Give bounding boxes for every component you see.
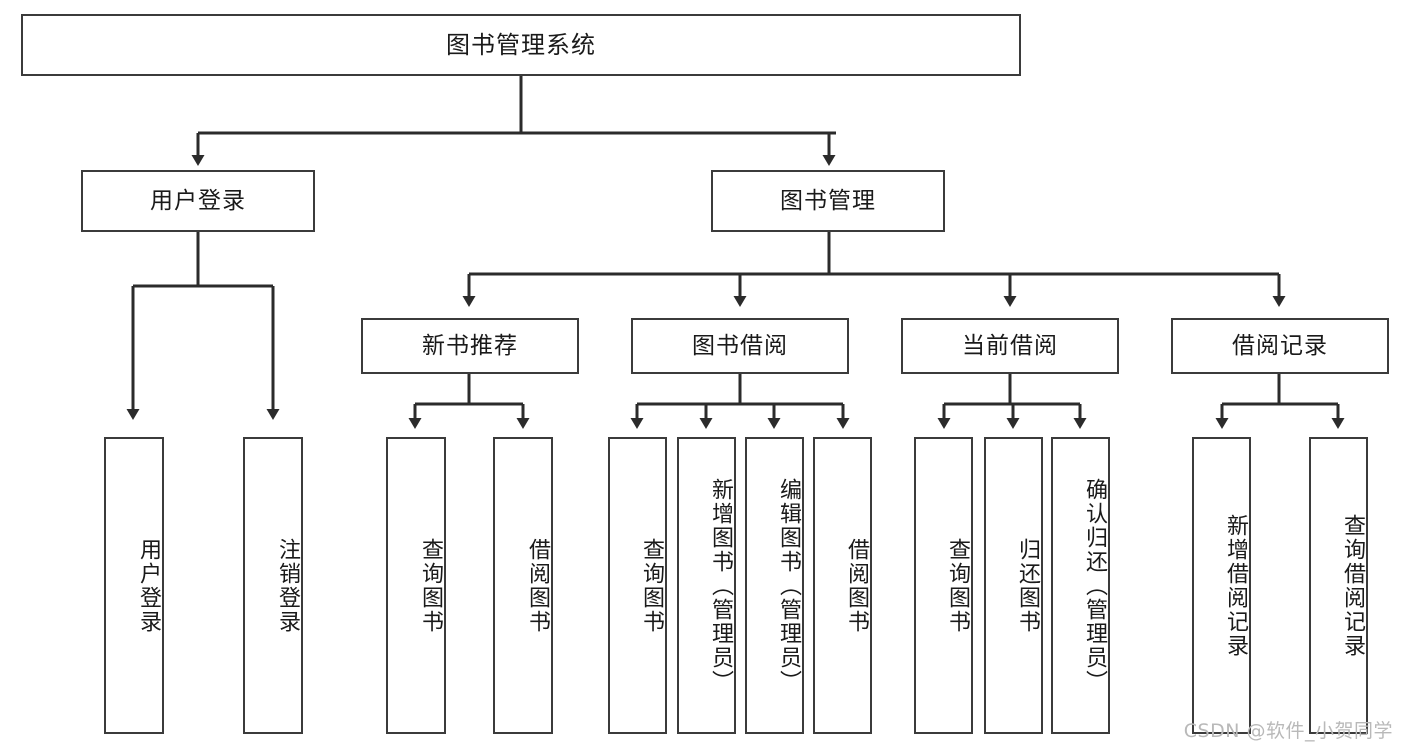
node-user-login[interactable]: 用户登录 xyxy=(81,170,315,232)
node-label: 借阅图书 xyxy=(844,537,869,634)
node-label: 新增借阅记录 xyxy=(1223,513,1248,658)
node-label: 查询图书 xyxy=(418,537,443,634)
node-label: 当前借阅 xyxy=(962,332,1058,359)
node-label: 借阅图书 xyxy=(525,537,550,634)
node-current-borrow[interactable]: 当前借阅 xyxy=(901,318,1119,374)
leaf-borrow-book-borrow[interactable]: 借阅图书 xyxy=(813,437,872,734)
leaf-query-book-recommend[interactable]: 查询图书 xyxy=(386,437,446,734)
node-label: 确认归还（管理员） xyxy=(1082,477,1107,694)
node-label: 用户登录 xyxy=(150,187,246,214)
node-borrow-record[interactable]: 借阅记录 xyxy=(1171,318,1389,374)
node-label: 用户登录 xyxy=(136,537,161,634)
node-label: 图书管理系统 xyxy=(446,31,596,59)
node-label: 图书管理 xyxy=(780,187,876,214)
leaf-logout-login[interactable]: 注销登录 xyxy=(243,437,303,734)
watermark-text: CSDN @软件_小贺同学 xyxy=(1183,720,1393,742)
node-label: 借阅记录 xyxy=(1232,332,1328,359)
leaf-edit-book-admin[interactable]: 编辑图书（管理员） xyxy=(745,437,804,734)
leaf-confirm-return-admin[interactable]: 确认归还（管理员） xyxy=(1051,437,1110,734)
leaf-query-borrow-record[interactable]: 查询借阅记录 xyxy=(1309,437,1368,734)
node-new-book-recommend[interactable]: 新书推荐 xyxy=(361,318,579,374)
node-book-borrow[interactable]: 图书借阅 xyxy=(631,318,849,374)
node-label: 图书借阅 xyxy=(692,332,788,359)
node-label: 归还图书 xyxy=(1015,537,1040,634)
leaf-query-book-current[interactable]: 查询图书 xyxy=(914,437,973,734)
node-label: 新书推荐 xyxy=(422,332,518,359)
node-label: 新增图书（管理员） xyxy=(708,477,733,694)
node-label: 编辑图书（管理员） xyxy=(776,477,801,694)
leaf-query-book-borrow[interactable]: 查询图书 xyxy=(608,437,667,734)
node-label: 查询图书 xyxy=(639,537,664,634)
leaf-add-borrow-record[interactable]: 新增借阅记录 xyxy=(1192,437,1251,734)
leaf-add-book-admin[interactable]: 新增图书（管理员） xyxy=(677,437,736,734)
leaf-borrow-book-recommend[interactable]: 借阅图书 xyxy=(493,437,553,734)
node-label: 查询借阅记录 xyxy=(1340,513,1365,658)
node-root-system[interactable]: 图书管理系统 xyxy=(21,14,1021,76)
node-label: 查询图书 xyxy=(945,537,970,634)
node-book-management[interactable]: 图书管理 xyxy=(711,170,945,232)
leaf-return-book[interactable]: 归还图书 xyxy=(984,437,1043,734)
leaf-user-login[interactable]: 用户登录 xyxy=(104,437,164,734)
node-label: 注销登录 xyxy=(275,537,300,634)
